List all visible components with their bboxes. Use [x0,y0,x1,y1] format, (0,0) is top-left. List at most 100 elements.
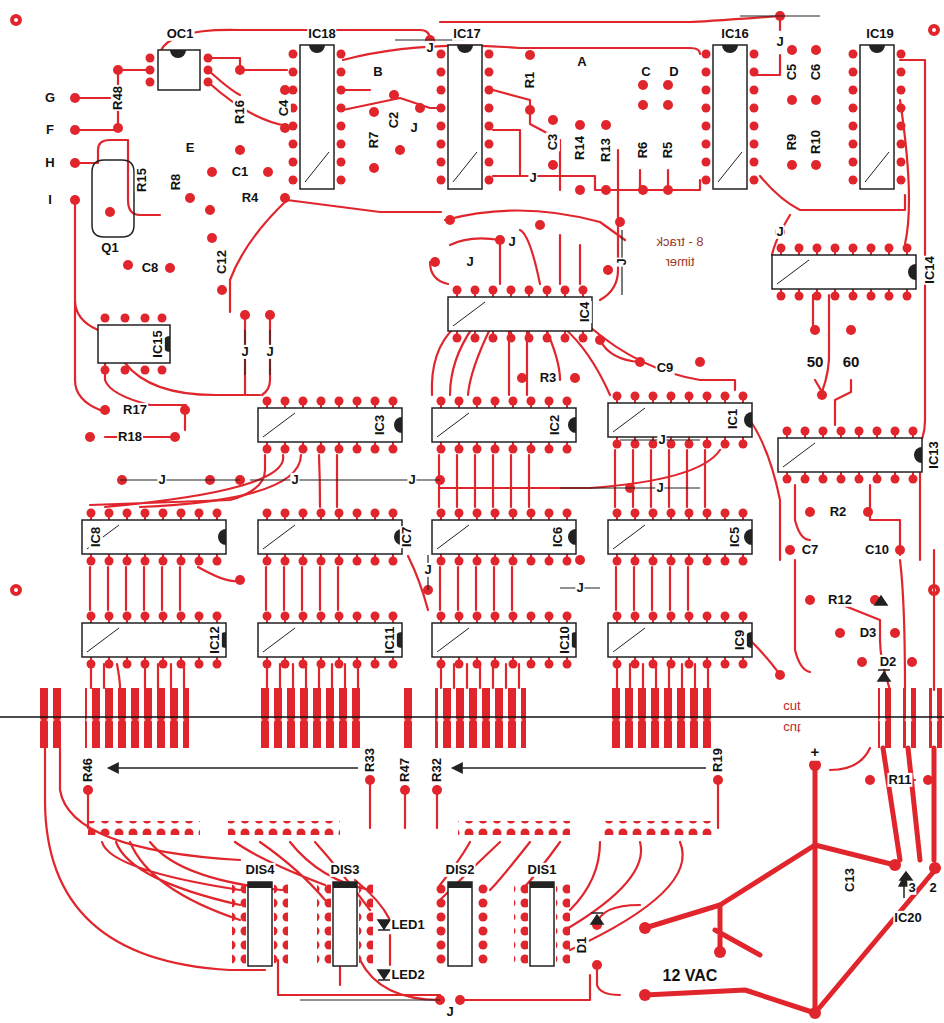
pcb-label: C8 [141,261,160,275]
pcb-label: G [44,91,56,105]
pcb-label: J [775,225,784,239]
pcb-label: C3 [546,133,560,152]
pcb-label: J [157,473,166,487]
pcb-label: J [409,121,418,135]
ic-footprint [82,45,922,669]
pcb-label: R47 [398,757,412,783]
leader-arrow [108,768,904,898]
pcb-label: DIS1 [527,863,558,877]
copper-trace [45,16,934,1000]
pcb-label: Q1 [100,241,119,255]
pcb-label: R15 [135,167,149,193]
pcb-label: R48 [111,85,125,111]
pcb-label: D1 [575,936,589,955]
pcb-label: J [528,171,537,185]
pcb-label: IC17 [452,27,481,41]
pcb-label: R32 [430,757,444,783]
pcb-label: J [290,473,299,487]
pcb-label: J [265,345,274,359]
cut-line [0,717,944,718]
pcb-label: C10 [864,543,890,557]
pcb-label: + [810,744,821,761]
pcb-label: IC15 [151,329,165,358]
pcb-label: R33 [363,747,377,773]
pcb-label: cut [782,721,801,735]
pcb-label: IC3 [373,414,387,436]
pcb-label: J [657,433,666,447]
pcb-label: C2 [387,111,401,130]
pcb-label: IC18 [307,27,336,41]
pcb-label: R5 [661,141,675,160]
mounting-hole [12,16,938,594]
component-pad [70,11,941,1019]
pcb-label: R11 [887,773,912,787]
jumper-wire [120,16,820,1000]
pcb-label: LED2 [390,968,425,982]
pcb-label: J [445,1005,454,1019]
pcb-label: C5 [785,63,799,82]
pcb-label: R1 [523,71,537,90]
pcb-label: F [45,123,55,137]
pcb-label: IC11 [383,626,397,655]
pcb-label: J [507,235,516,249]
pcb-label: timer [665,255,696,269]
pcb-label: R8 [169,173,183,192]
pcb-label: 8 - track [656,235,705,249]
pcb-label: D2 [879,655,898,669]
pcb-label: A [576,55,587,69]
pcb-label: IC4 [578,301,592,323]
pcb-label: IC19 [865,27,894,41]
pcb-label: B [372,65,383,79]
pcb-label: IC10 [558,625,572,654]
pcb-label: IC14 [923,255,937,284]
pcb-label: R9 [785,133,799,152]
pcb-label: R13 [599,137,613,163]
pcb-label: C4 [277,99,291,118]
pcb-label: IC13 [927,440,941,469]
pcb-label: R12 [827,593,853,607]
pcb-label: H [44,156,55,170]
pcb-label: 12 VAC [662,967,719,985]
pcb-label: C [640,65,651,79]
pcb-label: DIS3 [330,863,361,877]
pcb-label: R3 [539,371,558,385]
pcb-label: 50 [806,354,825,371]
pcb-label: IC5 [728,526,742,548]
pcb-label: R10 [809,129,823,155]
display-pad-row [88,821,712,835]
pcb-label: LED1 [390,918,425,932]
edge-connector [37,688,942,748]
small-ic-footprint [98,50,213,375]
pcb-label: 3 [907,881,916,895]
pcb-label: I [47,193,53,207]
pcb-label: J [425,41,434,55]
pcb-label: IC16 [720,27,749,41]
pcb-label: C13 [843,867,857,893]
pcb-label: IC7 [400,526,414,548]
pcb-label: DIS4 [245,863,276,877]
pcb-label: C1 [231,165,250,179]
pcb-label: C12 [215,249,229,275]
pcb-label: R2 [829,505,848,519]
pcb-label: C6 [809,63,823,82]
pcb-label: J [575,581,584,595]
pcb-label: D [668,65,679,79]
pcb-label: E [185,141,196,155]
pcb-label: J [465,255,474,269]
power-trace [645,748,935,1013]
pcb-label: IC2 [548,414,562,436]
pcb-label: IC1 [726,408,740,430]
pcb-label: 2 [928,881,937,895]
pcb-label: J [407,473,416,487]
pcb-label: R7 [367,131,381,150]
display-outline [232,882,570,968]
pcb-label: IC8 [89,526,103,548]
pcb-label: R46 [81,757,95,783]
pcb-label: J [240,345,249,359]
pcb-label: R18 [117,430,143,444]
pcb-label: R4 [241,191,260,205]
pcb-label: J [615,257,629,266]
pcb-label: OC1 [166,27,195,41]
pcb-label: R17 [122,403,148,417]
pcb-label: cut [782,699,801,713]
